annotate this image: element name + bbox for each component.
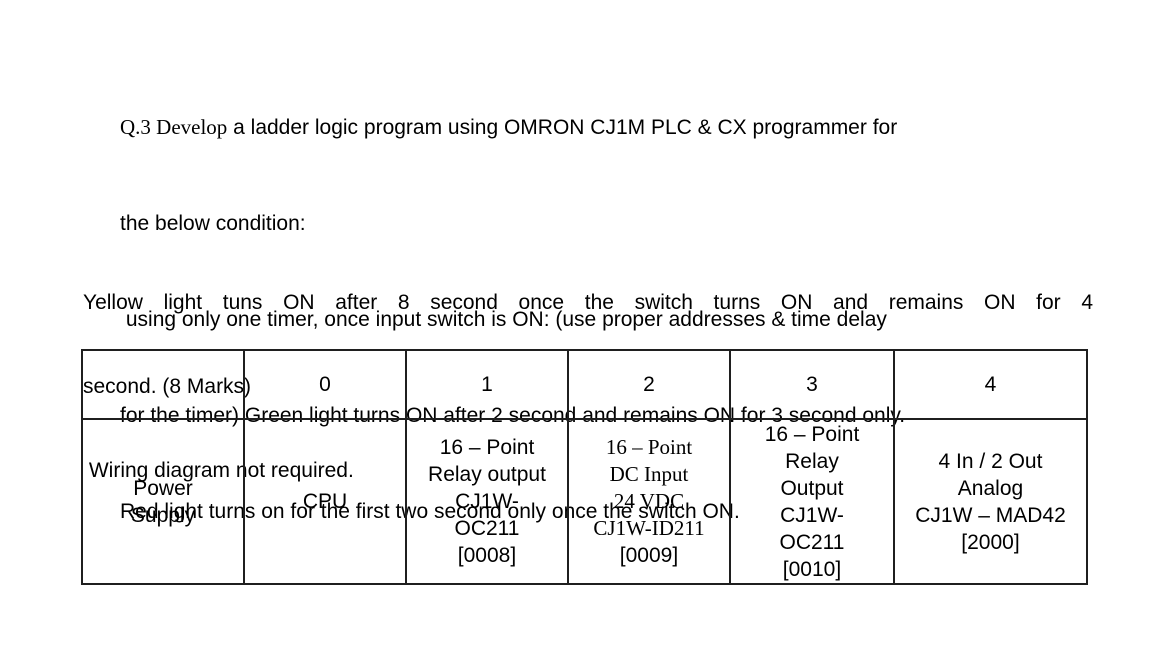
rack-cell-dc-input-0009: 16 – Point DC Input 24 VDC CJ1W-ID211 [00… — [567, 418, 731, 585]
rack-header-cell-slot3: 3 — [729, 349, 895, 420]
question-line: Q.3 Develop a ladder logic program using… — [120, 111, 1058, 144]
question-number: Q.3 Develop — [120, 115, 228, 139]
rack-cell-power-supply: Power Supply — [81, 418, 245, 585]
plc-rack-table: 0 1 2 3 4 Power Supply CPU 16 – Point Re… — [81, 349, 1088, 585]
question-line: the below condition: — [120, 212, 306, 235]
note-line: Yellow light tuns ON after 8 second once… — [83, 291, 1093, 314]
rack-cell-relay-output-0008: 16 – Point Relay output CJ1W- OC211 [000… — [405, 418, 569, 585]
question-line: using only one timer, once input switch … — [120, 308, 887, 331]
dc-input-address: [0009] — [619, 544, 679, 567]
rack-table-data-row: Power Supply CPU 16 – Point Relay output… — [81, 418, 1088, 585]
rack-cell-analog-mad42: 4 In / 2 Out Analog CJ1W – MAD42 [2000] — [893, 418, 1088, 585]
dc-input-text: 16 – Point DC Input 24 VDC CJ1W-ID211 — [593, 435, 705, 540]
rack-header-cell-slot1: 1 — [405, 349, 569, 420]
rack-table-header-row: 0 1 2 3 4 — [81, 349, 1088, 420]
rack-cell-cpu: CPU — [243, 418, 407, 585]
rack-cell-relay-output-0010: 16 – Point Relay Output CJ1W- OC211 [001… — [729, 418, 895, 585]
rack-header-cell-slot2: 2 — [567, 349, 731, 420]
rack-header-cell-empty — [81, 349, 245, 420]
question-line-rest: a ladder logic program using OMRON CJ1M … — [227, 116, 898, 139]
rack-header-cell-slot4: 4 — [893, 349, 1088, 420]
rack-header-cell-slot0: 0 — [243, 349, 407, 420]
